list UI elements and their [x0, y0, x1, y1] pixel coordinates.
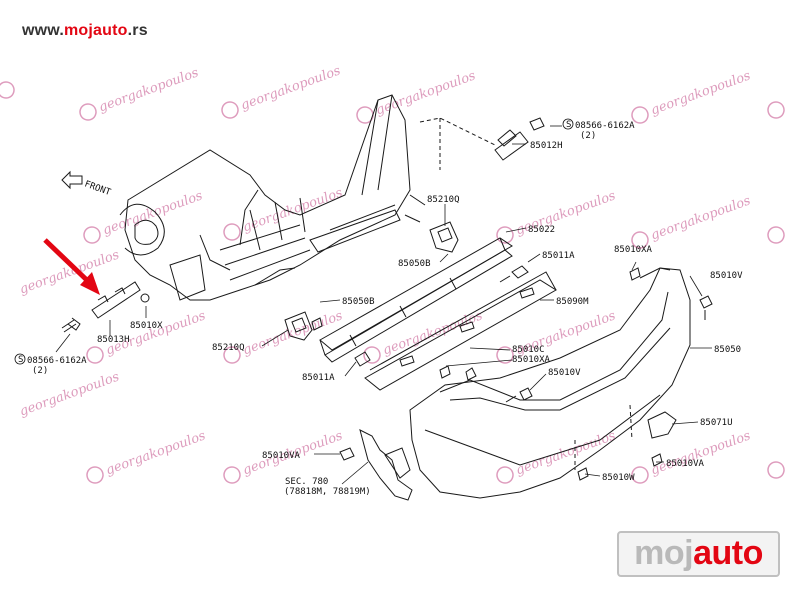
watermark: georgakopoulos	[631, 428, 753, 484]
part-label[interactable]: 85050B	[342, 297, 375, 307]
watermark-text: georgakopoulos	[649, 68, 753, 118]
watermark-text: georgakopoulos	[18, 369, 122, 419]
highlight-arrow	[43, 238, 100, 295]
watermark	[767, 101, 785, 119]
url-suffix: .rs	[127, 22, 148, 39]
watermark-text: georgakopoulos	[104, 428, 208, 478]
part-label[interactable]: 85010W	[602, 473, 635, 483]
part-label[interactable]: 85010VA	[666, 459, 705, 469]
bumper-fascia	[409, 267, 691, 499]
energy-absorber	[364, 271, 557, 391]
reinforcement-beam	[319, 237, 513, 363]
watermark-text: georgakopoulos	[649, 193, 753, 243]
watermark: georgakopoulos	[18, 247, 122, 297]
watermark: georgakopoulos	[221, 63, 343, 119]
part-label[interactable]: 85013H	[97, 335, 130, 345]
watermark	[767, 226, 785, 244]
part-label[interactable]: 85010V	[710, 271, 743, 281]
vehicle-body	[119, 94, 426, 301]
watermark-text: georgakopoulos	[381, 308, 485, 358]
part-label-text: 08566-6162A	[27, 356, 87, 366]
bolts	[61, 117, 713, 481]
part-label[interactable]: 85050B	[398, 259, 431, 269]
url-brand: mojauto	[64, 22, 128, 39]
watermark: georgakopoulos	[631, 68, 753, 124]
watermark: georgakopoulos	[356, 68, 478, 124]
site-url[interactable]: www.mojauto.rs	[22, 22, 148, 40]
watermark: georgakopoulos	[496, 188, 618, 244]
part-qty: (2)	[580, 131, 596, 141]
part-label[interactable]: 85011A	[542, 251, 575, 261]
brand-logo: mojauto	[617, 531, 780, 577]
watermark: georgakopoulos	[223, 185, 345, 241]
part-label[interactable]: SEC. 780	[285, 477, 328, 487]
part-label-text: 08566-6162A	[575, 121, 635, 131]
part-label[interactable]: S 08566-6162A(2)	[562, 118, 635, 141]
watermark: georgakopoulos	[496, 428, 618, 484]
logo-part-moj: moj	[634, 534, 694, 572]
part-label[interactable]: 85010XA	[512, 355, 551, 365]
part-qty: (2)	[32, 366, 48, 376]
watermark: georgakopoulos	[18, 369, 122, 419]
part-label[interactable]: 85010X	[130, 321, 163, 331]
watermark-text: georgakopoulos	[104, 308, 208, 358]
part-label[interactable]: 85210Q	[427, 195, 460, 205]
leader-lines	[55, 125, 712, 485]
watermark	[767, 461, 785, 479]
watermark-layer: georgakopoulos georgakopoulos georgakopo…	[0, 63, 785, 484]
watermark-text: georgakopoulos	[101, 188, 205, 238]
part-label[interactable]: 85090M	[556, 297, 589, 307]
watermark-text: georgakopoulos	[514, 428, 618, 478]
watermark-text: georgakopoulos	[241, 308, 345, 358]
watermark-text: georgakopoulos	[239, 63, 343, 113]
watermark: georgakopoulos	[631, 193, 753, 249]
side-bracket-left	[91, 281, 150, 319]
watermark-text: georgakopoulos	[18, 247, 122, 297]
part-label[interactable]: 85011A	[302, 373, 335, 383]
bumper-stays	[284, 221, 459, 341]
part-label[interactable]: 85010C	[512, 345, 545, 355]
part-label[interactable]: 85050	[714, 345, 741, 355]
part-label[interactable]: 85010V	[548, 368, 581, 378]
front-indicator: FRONT	[61, 170, 112, 198]
watermark: georgakopoulos	[79, 65, 201, 121]
part-label[interactable]: 85010XA	[614, 245, 653, 255]
part-label[interactable]: 85210Q	[212, 343, 245, 353]
mud-guard	[359, 429, 413, 501]
part-label[interactable]: 85010VA	[262, 451, 301, 461]
front-label: FRONT	[83, 179, 112, 198]
watermark	[0, 81, 15, 99]
part-label[interactable]: 85022	[528, 225, 555, 235]
watermark-text: georgakopoulos	[649, 428, 753, 478]
side-bracket-right	[647, 411, 677, 439]
url-prefix: www.	[22, 22, 64, 39]
svg-text:S: S	[566, 120, 571, 130]
part-label[interactable]: 85071U	[700, 418, 733, 428]
upper-bracket	[419, 117, 529, 170]
part-label[interactable]: (78818M, 78819M)	[284, 487, 371, 497]
watermark: georgakopoulos	[86, 428, 208, 484]
part-label[interactable]: 85012H	[530, 141, 563, 151]
watermark-text: georgakopoulos	[97, 65, 201, 115]
svg-text:S: S	[18, 355, 23, 365]
logo-part-auto: auto	[693, 534, 763, 572]
watermark: georgakopoulos	[83, 188, 205, 244]
part-label[interactable]: S 08566-6162A(2)	[14, 353, 87, 376]
